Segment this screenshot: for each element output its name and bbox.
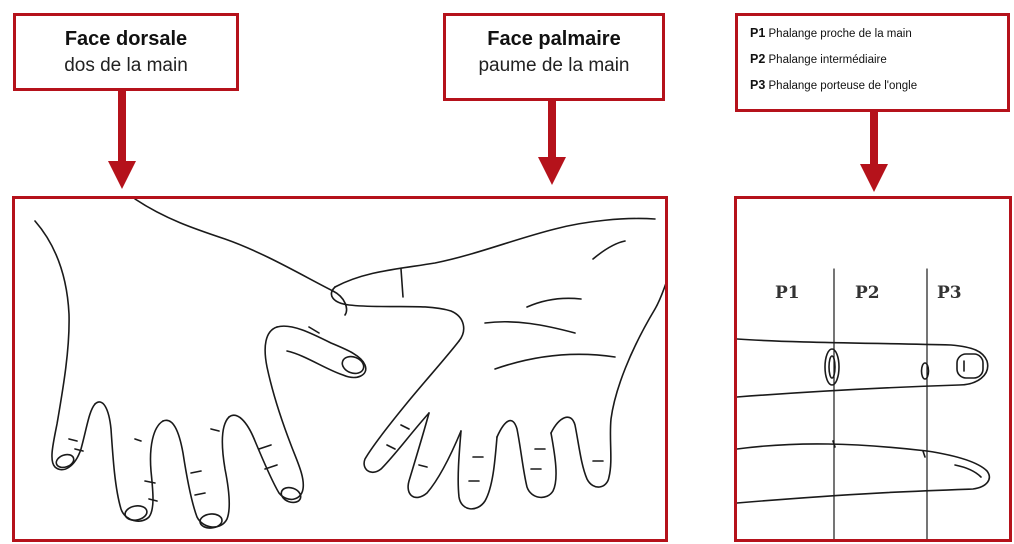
finger-phalanx-panel: P1 P2 P3 xyxy=(734,196,1012,542)
legend-text-p2: Phalange intermédiaire xyxy=(769,54,887,66)
palmaire-label-box: Face palmaire paume de la main xyxy=(443,13,665,101)
legend-row-p1: P1 Phalange proche de la main xyxy=(750,26,1007,40)
legend-code-p2: P2 xyxy=(750,52,765,66)
dorsal-label-box: Face dorsale dos de la main xyxy=(13,13,239,91)
dorsal-title: Face dorsale xyxy=(16,28,236,51)
legend-row-p2: P2 Phalange intermédiaire xyxy=(750,52,1007,66)
phalanx-legend-box: P1 Phalange proche de la main P2 Phalang… xyxy=(735,13,1010,112)
palmaire-title: Face palmaire xyxy=(446,28,662,51)
arrow-down-icon-palmaire xyxy=(534,101,570,187)
legend-code-p3: P3 xyxy=(750,78,765,92)
phalanx-divider-lines xyxy=(834,269,927,542)
legend-text-p1: Phalange proche de la main xyxy=(769,28,912,40)
dorsal-hand-illustration xyxy=(35,199,366,529)
legend-text-p3: Phalange porteuse de l'ongle xyxy=(769,80,918,92)
hands-illustration-panel xyxy=(12,196,668,542)
palmaire-subtitle: paume de la main xyxy=(446,55,662,77)
legend-row-p3: P3 Phalange porteuse de l'ongle xyxy=(750,78,1007,92)
arrow-down-icon-dorsal xyxy=(104,91,140,191)
arrow-down-icon-legend xyxy=(856,112,892,194)
finger-lateral-illustration xyxy=(737,441,989,503)
legend-code-p1: P1 xyxy=(750,26,765,40)
finger-dorsal-illustration xyxy=(737,339,988,397)
palmar-hand-illustration xyxy=(331,218,668,508)
dorsal-subtitle: dos de la main xyxy=(16,55,236,77)
